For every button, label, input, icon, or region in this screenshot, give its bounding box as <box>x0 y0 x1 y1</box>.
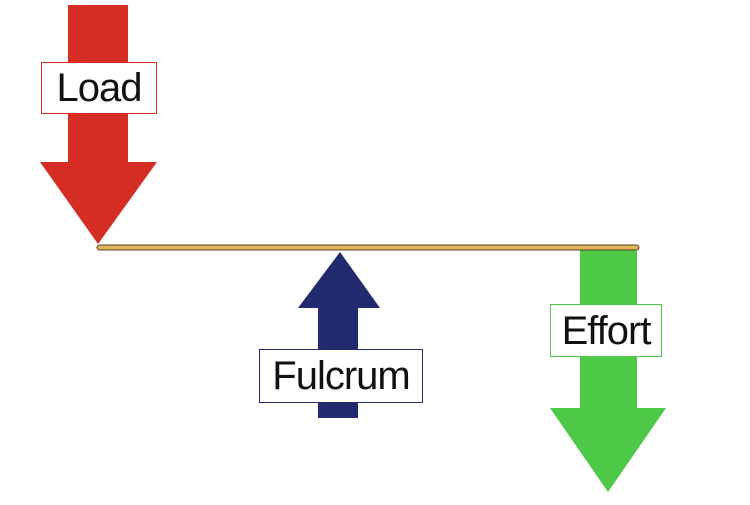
effort-arrow <box>550 250 666 492</box>
fulcrum-label: Fulcrum <box>259 349 423 403</box>
effort-label: Effort <box>550 304 662 357</box>
load-arrow <box>40 5 157 244</box>
load-label: Load <box>41 62 157 114</box>
lever-bar <box>96 244 640 251</box>
